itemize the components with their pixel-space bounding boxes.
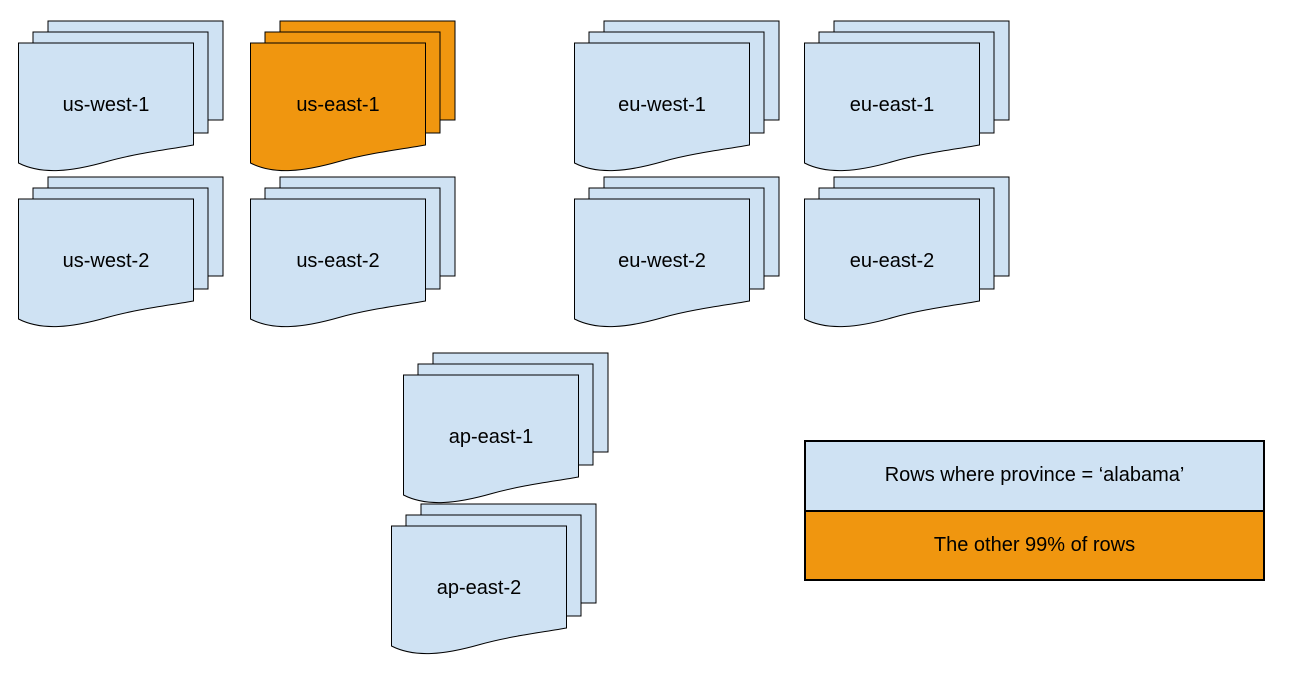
region-label: us-east-2: [296, 250, 380, 272]
region-label: ap-east-2: [436, 577, 522, 599]
region-stack-us-east-1: us-east-1: [249, 17, 457, 175]
region-label: ap-east-1: [448, 426, 534, 448]
legend-item-label: Rows where province = ‘alabama’: [884, 464, 1185, 487]
legend-item-alabama-rows: Rows where province = ‘alabama’: [806, 442, 1263, 510]
region-stack-eu-west-1: eu-west-1: [573, 17, 781, 175]
region-label: us-west-1: [62, 94, 150, 116]
region-label: us-west-2: [62, 250, 150, 272]
region-label: eu-west-1: [618, 94, 706, 116]
partition-legend: Rows where province = ‘alabama’ The othe…: [804, 440, 1265, 581]
region-label: eu-west-2: [618, 250, 706, 272]
region-stack-us-west-1: us-west-1: [17, 17, 225, 175]
region-stack-eu-east-2: eu-east-2: [803, 173, 1011, 331]
region-stack-ap-east-1: ap-east-1: [402, 349, 610, 507]
region-label: us-east-1: [296, 94, 380, 116]
legend-item-label: The other 99% of rows: [933, 533, 1136, 556]
region-label: eu-east-1: [849, 94, 935, 116]
region-label: eu-east-2: [849, 250, 935, 272]
region-stack-eu-east-1: eu-east-1: [803, 17, 1011, 175]
legend-item-other-rows: The other 99% of rows: [806, 509, 1263, 579]
region-stack-us-east-2: us-east-2: [249, 173, 457, 331]
region-stack-ap-east-2: ap-east-2: [390, 500, 598, 658]
region-stack-us-west-2: us-west-2: [17, 173, 225, 331]
region-stack-eu-west-2: eu-west-2: [573, 173, 781, 331]
